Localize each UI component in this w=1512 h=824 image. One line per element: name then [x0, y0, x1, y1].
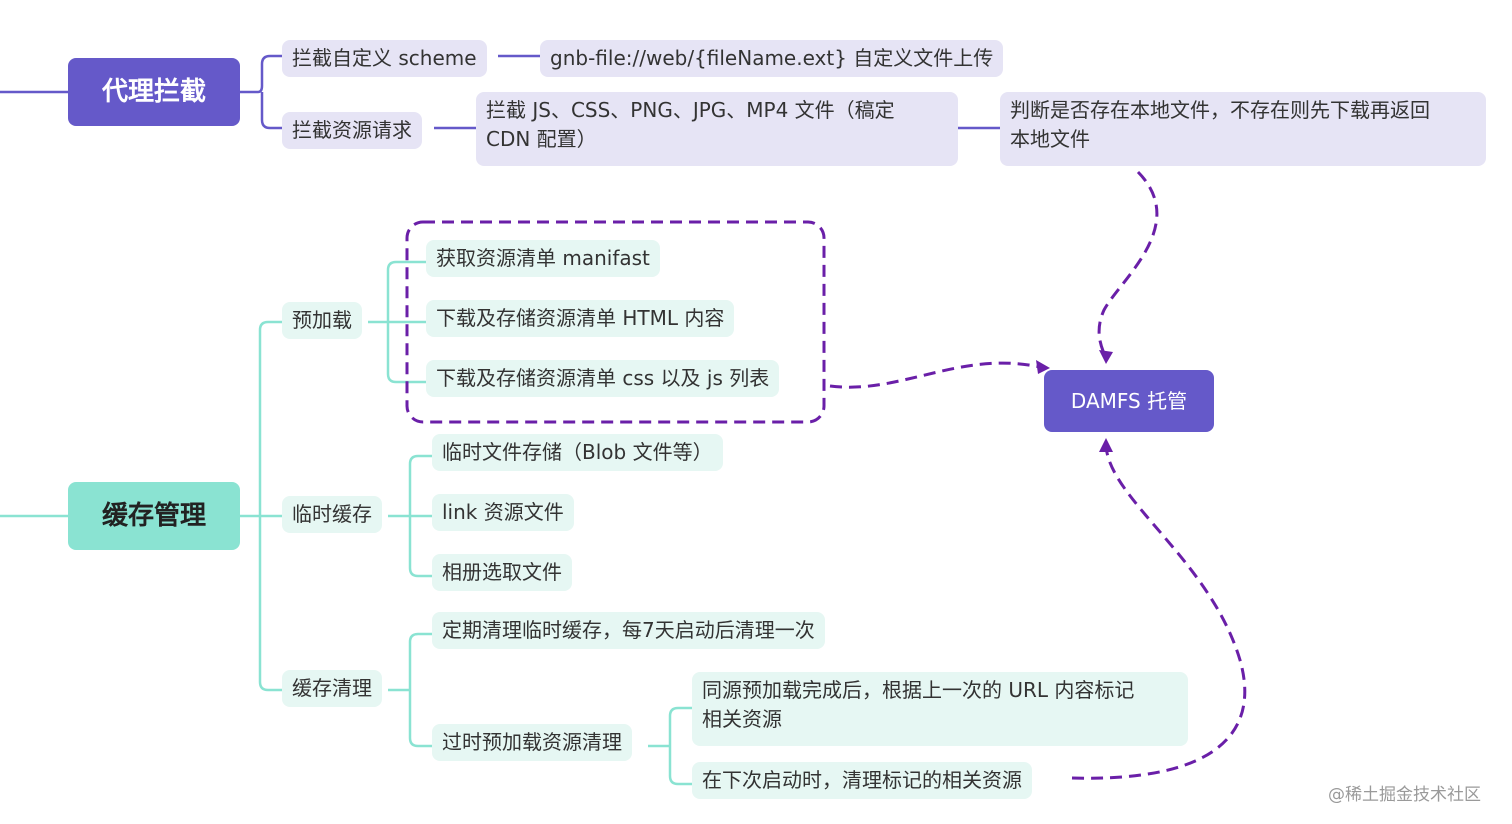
- root-cache-management: 缓存管理: [68, 482, 240, 550]
- root-proxy-intercept: 代理拦截: [68, 58, 240, 126]
- node-temp-item-blob: 临时文件存储（Blob 文件等）: [432, 434, 723, 471]
- node-stale-item-mark: 同源预加载完成后，根据上一次的 URL 内容标记 相关资源: [692, 672, 1188, 746]
- node-preload-item-manifest: 获取资源清单 manifast: [426, 240, 660, 277]
- node-damfs-managed: DAMFS 托管: [1044, 370, 1214, 432]
- node-temp-item-link: link 资源文件: [432, 494, 574, 531]
- node-intercept-resource-request: 拦截资源请求: [282, 112, 422, 149]
- node-intercept-custom-scheme: 拦截自定义 scheme: [282, 40, 487, 77]
- node-cleanup-stale-preload: 过时预加载资源清理: [432, 724, 632, 761]
- node-custom-scheme-detail: gnb-file://web/{fileName.ext} 自定义文件上传: [540, 40, 1004, 77]
- node-preload-item-css-js: 下载及存储资源清单 css 以及 js 列表: [426, 360, 780, 397]
- watermark: @稀土掘金技术社区: [1328, 785, 1481, 805]
- node-preload: 预加载: [282, 302, 362, 339]
- node-resource-request-detail: 拦截 JS、CSS、PNG、JPG、MP4 文件（稿定 CDN 配置）: [476, 92, 958, 166]
- node-temp-cache: 临时缓存: [282, 496, 382, 533]
- node-cleanup-periodic: 定期清理临时缓存，每7天启动后清理一次: [432, 612, 825, 649]
- node-cache-cleanup: 缓存清理: [282, 670, 382, 707]
- node-preload-item-html: 下载及存储资源清单 HTML 内容: [426, 300, 735, 337]
- node-local-file-check: 判断是否存在本地文件，不存在则先下载再返回 本地文件: [1000, 92, 1486, 166]
- node-temp-item-album: 相册选取文件: [432, 554, 572, 591]
- node-stale-item-clean: 在下次启动时，清理标记的相关资源: [692, 762, 1032, 799]
